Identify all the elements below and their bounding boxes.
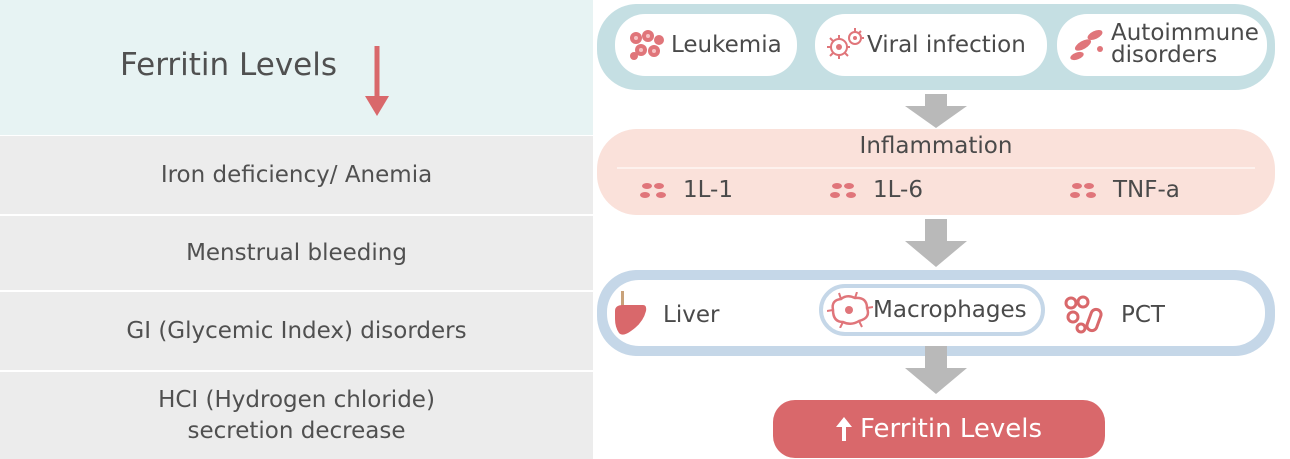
cause-item-menstrual-bleeding: Menstrual bleeding	[186, 239, 407, 266]
inflammation-band: Inflammation 1L-1 1L-6 TNF-a	[597, 129, 1275, 215]
down-arrow-icon	[365, 46, 389, 116]
low-ferritin-panel: Ferritin Levels Iron deficiency/ Anemia …	[0, 0, 593, 459]
source-label: Liver	[663, 302, 720, 328]
autoimmune-cells-icon	[1070, 30, 1103, 61]
pct-cells-icon	[1064, 295, 1103, 334]
conditions-band: Leukemia Viral infection	[597, 4, 1275, 90]
high-ferritin-result: Ferritin Levels	[773, 400, 1105, 458]
cytokine-label: TNF-a	[1113, 177, 1180, 203]
cause-list: Iron deficiency/ Anemia Menstrual bleedi…	[0, 136, 593, 459]
cause-item-iron-deficiency: Iron deficiency/ Anemia	[160, 161, 433, 188]
cytokine-dots-icon	[1070, 183, 1096, 198]
virus-icon	[827, 28, 864, 59]
cause-item-gi-disorders: GI (Glycemic Index) disorders	[126, 317, 467, 344]
flow-arrow-icon	[905, 94, 967, 128]
source-liver: Liver	[613, 291, 720, 338]
divider	[617, 167, 1255, 169]
cause-item-hci-secretion: HCI (Hydrogen chloride) secretion decrea…	[158, 387, 435, 444]
source-label: Macrophages	[873, 297, 1027, 323]
condition-viral-infection: Viral infection	[815, 14, 1047, 76]
high-ferritin-flow: Leukemia Viral infection	[593, 0, 1290, 459]
divider	[0, 290, 593, 292]
condition-label-line2: disorders	[1111, 42, 1218, 68]
condition-leukemia: Leukemia	[615, 14, 797, 76]
cytokine-dots-icon	[640, 183, 666, 198]
divider	[0, 214, 593, 216]
cytokine-tnf-a: TNF-a	[1069, 177, 1180, 203]
cytokine-label: 1L-1	[683, 177, 733, 203]
cytokine-il-1: 1L-1	[639, 177, 733, 203]
divider	[0, 370, 593, 372]
result-label: Ferritin Levels	[859, 414, 1042, 444]
source-label: PCT	[1121, 302, 1165, 328]
flow-arrow-icon	[905, 219, 967, 267]
cytokine-dots-icon	[830, 183, 856, 198]
blood-cells-icon	[630, 30, 664, 60]
condition-autoimmune-disorders: Autoimmune disorders	[1057, 14, 1267, 76]
inflammation-title: Inflammation	[859, 133, 1013, 159]
low-ferritin-header: Ferritin Levels	[0, 0, 593, 135]
condition-label: Leukemia	[671, 32, 782, 58]
liver-icon	[615, 291, 647, 335]
macrophage-icon	[827, 292, 873, 328]
cytokine-il-6: 1L-6	[829, 177, 923, 203]
sources-band: Liver Macrophages	[597, 270, 1275, 356]
cytokine-label: 1L-6	[873, 177, 923, 203]
sources-inner: Liver Macrophages	[607, 280, 1265, 346]
low-ferritin-title: Ferritin Levels	[120, 47, 338, 83]
condition-label-line1: Autoimmune	[1111, 20, 1259, 47]
up-arrow-icon	[835, 417, 852, 441]
source-macrophages: Macrophages	[819, 284, 1045, 336]
flow-arrow-icon	[905, 346, 967, 394]
source-pct: PCT	[1063, 292, 1165, 338]
condition-label: Viral infection	[867, 32, 1026, 58]
